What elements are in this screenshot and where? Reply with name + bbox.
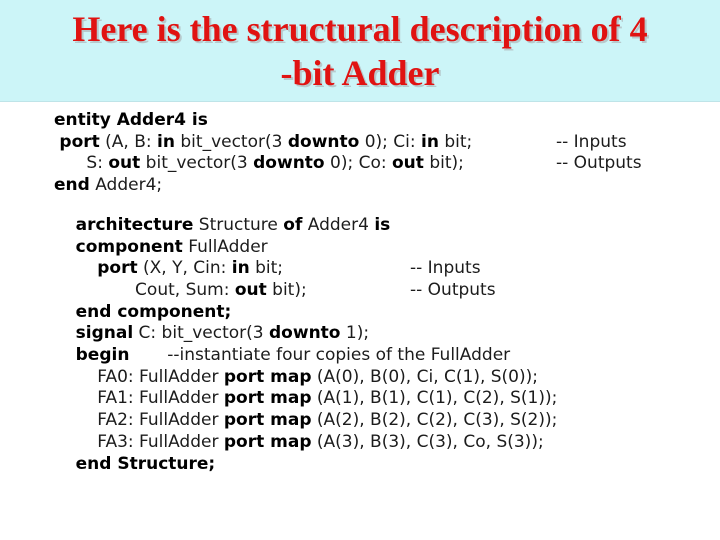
code-line: component FullAdder (54, 237, 720, 259)
code-text: signal C: bit_vector(3 downto 1); (75, 323, 370, 344)
code-comment: -- Outputs (410, 279, 496, 300)
code-line: FA1: FullAdder port map (A(1), B(1), C(1… (54, 388, 720, 410)
code-text: begin --instantiate four copies of the F… (75, 345, 511, 366)
code-line: S: out bit_vector(3 downto 0); Co: out b… (54, 153, 720, 175)
page-title-line2: -bit Adder (280, 52, 440, 93)
code-text: port (A, B: in bit_vector(3 downto 0); C… (59, 131, 473, 152)
code-chunk: architecture Structure of Adder4 is comp… (54, 215, 720, 475)
code-line: FA0: FullAdder port map (A(0), B(0), Ci,… (54, 367, 720, 389)
code-comment: -- Outputs (556, 153, 642, 174)
code-text: FA0: FullAdder port map (A(0), B(0), Ci,… (54, 366, 538, 387)
code-line: architecture Structure of Adder4 is (54, 215, 720, 237)
page-title-line1: Here is the structural description of 4 (72, 8, 648, 49)
code-text: end Adder4; (54, 175, 163, 196)
code-text: architecture Structure of Adder4 is (75, 214, 391, 235)
code-text: S: out bit_vector(3 downto 0); Co: out b… (54, 153, 464, 174)
code-line: end Adder4; (54, 175, 720, 197)
code-chunk: entity Adder4 is port (A, B: in bit_vect… (54, 110, 720, 197)
code-block: entity Adder4 is port (A, B: in bit_vect… (0, 102, 720, 475)
code-text: component FullAdder (75, 236, 268, 257)
code-line: begin --instantiate four copies of the F… (54, 345, 720, 367)
code-line: FA3: FullAdder port map (A(3), B(3), C(3… (54, 432, 720, 454)
code-text: end Structure; (75, 453, 216, 474)
code-line: end component; (54, 302, 720, 324)
code-text: FA3: FullAdder port map (A(3), B(3), C(3… (54, 431, 544, 452)
code-line: port (A, B: in bit_vector(3 downto 0); C… (54, 132, 720, 154)
code-text: FA2: FullAdder port map (A(2), B(2), C(2… (54, 410, 558, 431)
code-line: entity Adder4 is (54, 110, 720, 132)
code-line: end Structure; (54, 454, 720, 476)
code-line: signal C: bit_vector(3 downto 1); (54, 323, 720, 345)
code-line: port (X, Y, Cin: in bit; -- Inputs (54, 258, 720, 280)
code-text: Cout, Sum: out bit); (54, 279, 307, 300)
code-text: end component; (75, 301, 232, 322)
code-comment: -- Inputs (410, 258, 481, 279)
code-text: FA1: FullAdder port map (A(1), B(1), C(1… (54, 388, 558, 409)
code-comment: -- Inputs (556, 131, 627, 152)
code-line: Cout, Sum: out bit); -- Outputs (54, 280, 720, 302)
code-text: entity Adder4 is (54, 110, 208, 130)
title-band: Here is the structural description of 4 … (0, 0, 720, 102)
code-line: FA2: FullAdder port map (A(2), B(2), C(2… (54, 410, 720, 432)
page-title: Here is the structural description of 4 … (72, 7, 647, 95)
code-text: port (X, Y, Cin: in bit; (97, 258, 284, 279)
